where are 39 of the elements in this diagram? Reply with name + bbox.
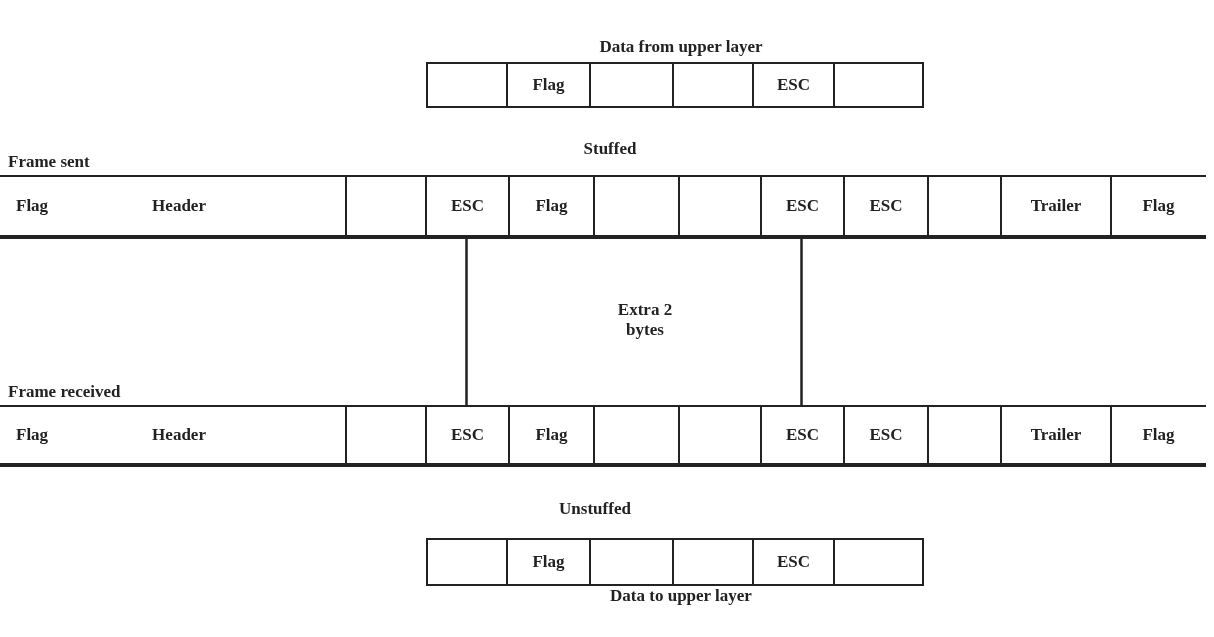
field-label: Flag	[1142, 196, 1175, 216]
field-label: Header	[152, 425, 206, 445]
byte-cell	[752, 62, 835, 108]
field-label: ESC	[785, 196, 820, 216]
byte-cell	[506, 62, 591, 108]
field-label: Flag	[532, 75, 565, 95]
field-label: ESC	[776, 75, 811, 95]
byte-cell	[752, 538, 835, 586]
row-heading: Frame received	[8, 382, 121, 402]
field-label: Flag	[16, 425, 49, 445]
field-label: Flag	[535, 196, 568, 216]
note-text: Extra 2 bytes	[616, 300, 674, 340]
byte-cell	[833, 538, 924, 586]
byte-cell	[833, 62, 924, 108]
byte-cell	[672, 62, 754, 108]
field-label: ESC	[785, 425, 820, 445]
field-label: ESC	[869, 196, 903, 216]
field-label: ESC	[450, 196, 485, 216]
byte-cell	[589, 62, 674, 108]
byte-cell	[426, 538, 508, 586]
field-label: Flag	[532, 552, 565, 572]
step-label: Stuffed	[582, 139, 638, 159]
byte-cell	[589, 538, 674, 586]
row-heading: Data to upper layer	[609, 586, 753, 606]
field-label: ESC	[450, 425, 485, 445]
field-label: ESC	[776, 552, 811, 572]
field-label: Trailer	[1030, 196, 1082, 216]
byte-cell	[672, 538, 754, 586]
step-label: Unstuffed	[558, 499, 632, 519]
byte-cell	[506, 538, 591, 586]
row-heading: Data from upper layer	[598, 37, 764, 57]
byte-cell	[426, 62, 508, 108]
row-heading: Frame sent	[8, 152, 90, 172]
field-label: Trailer	[1030, 425, 1082, 445]
field-label: ESC	[869, 425, 903, 445]
field-label: Header	[152, 196, 206, 216]
field-label: Flag	[535, 425, 568, 445]
field-label: Flag	[1142, 425, 1175, 445]
field-label: Flag	[16, 196, 49, 216]
